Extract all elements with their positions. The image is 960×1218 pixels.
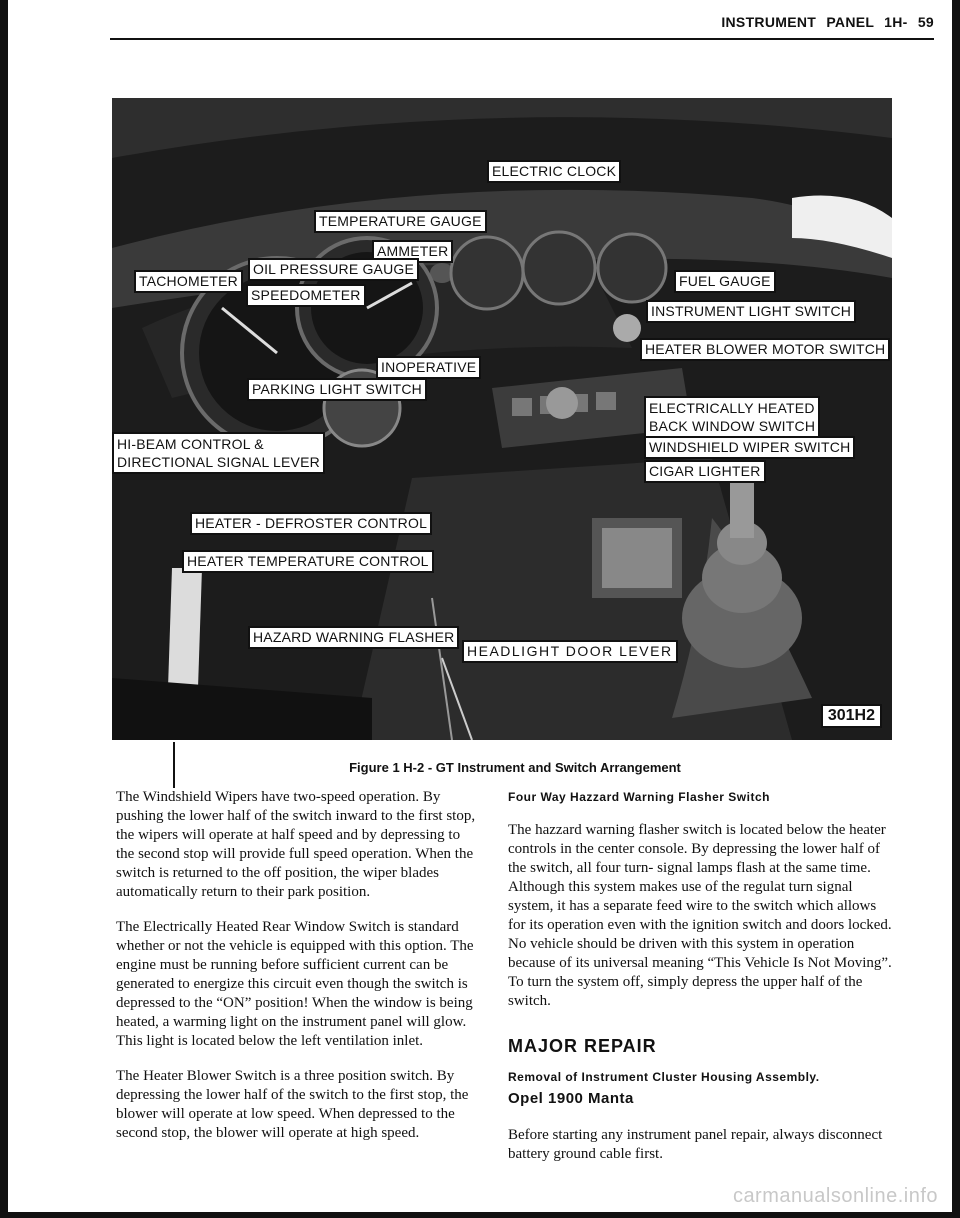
callout-heater-temperature-control: HEATER TEMPERATURE CONTROL xyxy=(182,550,434,573)
page-header: INSTRUMENT PANEL 1H- 59 xyxy=(721,14,934,30)
callout-heated-back-window-line1: ELECTRICALLY HEATED xyxy=(649,400,815,416)
hazard-flasher-subheading: Four Way Hazzard Warning Flasher Switch xyxy=(508,790,770,804)
callout-tachometer: TACHOMETER xyxy=(134,270,243,293)
windshield-wipers-paragraph: The Windshield Wipers have two-speed ope… xyxy=(116,789,476,900)
callout-hibeam-line1: HI-BEAM CONTROL & xyxy=(117,436,264,452)
header-rule xyxy=(110,38,934,40)
callout-fuel-gauge: FUEL GAUGE xyxy=(674,270,776,293)
callout-temperature-gauge: TEMPERATURE GAUGE xyxy=(314,210,487,233)
instrument-panel-photo: ELECTRIC CLOCK TEMPERATURE GAUGE AMMETER… xyxy=(112,98,892,740)
header-page-number: 1H- 59 xyxy=(884,14,934,30)
left-column: The Windshield Wipers have two-speed ope… xyxy=(116,788,476,1159)
callout-oil-pressure-gauge: OIL PRESSURE GAUGE xyxy=(248,258,420,281)
battery-caution-paragraph: Before starting any instrument panel rep… xyxy=(508,1127,883,1162)
page-border-right xyxy=(952,0,960,1218)
right-column: Four Way Hazzard Warning Flasher Switch … xyxy=(508,788,893,1180)
heater-blower-paragraph: The Heater Blower Switch is a three posi… xyxy=(116,1068,469,1141)
removal-cluster-subheading: Removal of Instrument Cluster Housing As… xyxy=(508,1070,820,1084)
callout-speedometer: SPEEDOMETER xyxy=(246,284,366,307)
callout-heater-defroster-control: HEATER - DEFROSTER CONTROL xyxy=(190,512,433,535)
callout-headlight-door-lever: HEADLIGHT DOOR LEVER xyxy=(462,640,678,663)
major-repair-heading: MAJOR REPAIR xyxy=(508,1036,657,1056)
callout-heated-back-window-line2: BACK WINDOW SWITCH xyxy=(649,418,816,434)
hazard-flasher-paragraph: The hazzard warning flasher switch is lo… xyxy=(508,822,892,1009)
callout-windshield-wiper-switch: WINDSHIELD WIPER SWITCH xyxy=(644,436,856,459)
margin-mark xyxy=(173,742,175,788)
watermark: carmanualsonline.info xyxy=(732,1185,938,1207)
page-border-left xyxy=(0,0,8,1218)
model-heading: Opel 1900 Manta xyxy=(508,1090,634,1107)
header-section: INSTRUMENT xyxy=(721,14,817,30)
callout-inoperative: INOPERATIVE xyxy=(376,356,482,379)
header-title: PANEL xyxy=(826,14,874,30)
callout-instrument-light-switch: INSTRUMENT LIGHT SWITCH xyxy=(646,300,857,323)
callout-electric-clock: ELECTRIC CLOCK xyxy=(487,160,622,183)
callout-hazard-warning-flasher: HAZARD WARNING FLASHER xyxy=(248,626,460,649)
callout-heated-back-window-switch: ELECTRICALLY HEATED BACK WINDOW SWITCH xyxy=(644,396,821,438)
figure-id-label: 301H2 xyxy=(820,704,882,728)
callout-heater-blower-motor-switch: HEATER BLOWER MOTOR SWITCH xyxy=(640,338,891,361)
page-border-bottom xyxy=(0,1212,960,1218)
callout-hibeam-directional-lever: HI-BEAM CONTROL & DIRECTIONAL SIGNAL LEV… xyxy=(112,432,325,474)
callout-hibeam-line2: DIRECTIONAL SIGNAL LEVER xyxy=(117,454,320,470)
callout-parking-light-switch: PARKING LIGHT SWITCH xyxy=(247,378,427,401)
heated-rear-window-paragraph: The Electrically Heated Rear Window Swit… xyxy=(116,919,474,1049)
callout-cigar-lighter: CIGAR LIGHTER xyxy=(644,460,766,483)
figure-caption: Figure 1 H-2 - GT Instrument and Switch … xyxy=(349,760,681,775)
